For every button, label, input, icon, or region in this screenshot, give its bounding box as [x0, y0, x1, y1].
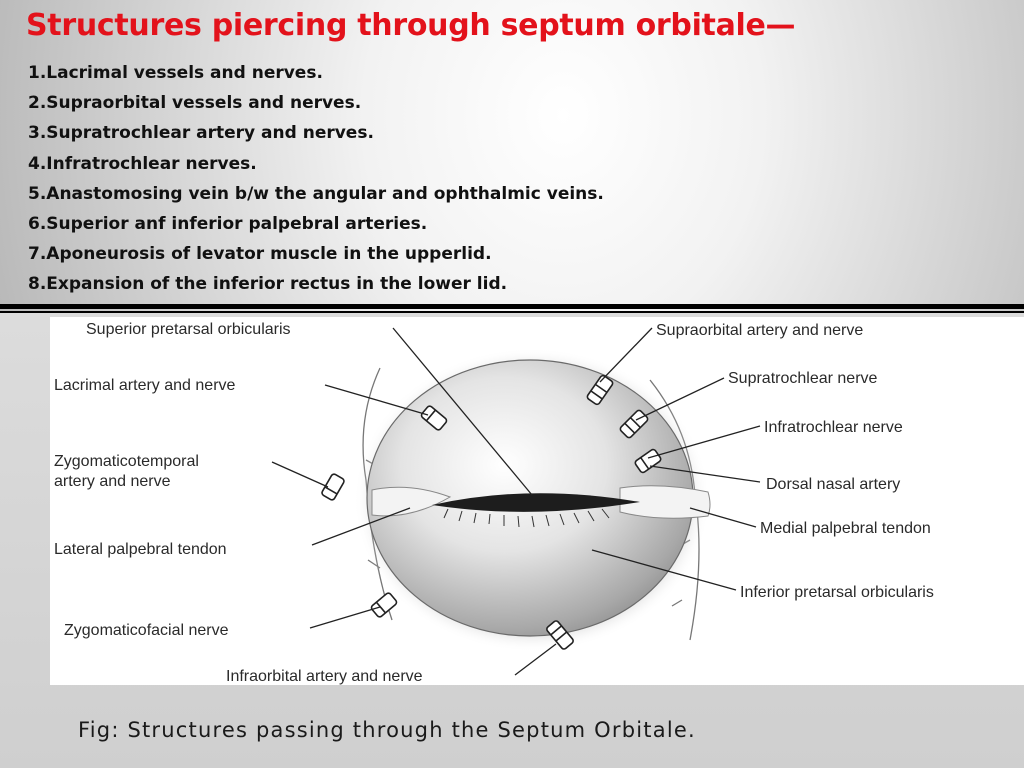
list-item: 3.Supratrochlear artery and nerves. [28, 123, 374, 144]
label-zygomaticofacial: Zygomaticofacial nerve [64, 622, 229, 639]
vessel-nerve-bundles [321, 374, 662, 650]
label-inferior-pretarsal: Inferior pretarsal orbicularis [740, 584, 934, 601]
label-zygomaticotemporal-1: Zygomaticotemporal [54, 453, 199, 470]
list-item: 8.Expansion of the inferior rectus in th… [28, 274, 508, 295]
label-supratrochlear: Supratrochlear nerve [728, 370, 878, 387]
list-item: 1.Lacrimal vessels and nerves. [28, 63, 323, 83]
divider-thin [0, 311, 1024, 313]
slide-title: Structures piercing through septum orbit… [26, 8, 796, 43]
eyelashes [443, 508, 610, 528]
label-infratrochlear: Infratrochlear nerve [764, 419, 903, 436]
medial-palpebral-tendon [619, 485, 711, 519]
label-lateral-palpebral: Lateral palpebral tendon [54, 541, 227, 558]
lateral-palpebral-tendon [371, 486, 452, 517]
figure-caption: Fig: Structures passing through the Sept… [78, 718, 696, 742]
list-item: 6.Superior anf inferior palpebral arteri… [28, 214, 428, 235]
palpebral-fissure [432, 493, 640, 512]
leader-lines [271, 327, 761, 676]
divider-thick [0, 304, 1024, 309]
list-item: 4.Infratrochlear nerves. [28, 153, 257, 174]
structures-list: 1.Lacrimal vessels and nerves. 2.Supraor… [28, 58, 604, 300]
list-item: 5.Anastomosing vein b/w the angular and … [28, 183, 604, 204]
label-lacrimal: Lacrimal artery and nerve [54, 377, 236, 394]
label-zygomaticotemporal-2: artery and nerve [54, 473, 171, 490]
list-item: 2.Supraorbital vessels and nerves. [28, 93, 362, 114]
list-item: 7.Aponeurosis of levator muscle in the u… [28, 244, 492, 265]
label-dorsal-nasal: Dorsal nasal artery [766, 476, 900, 493]
label-superior-pretarsal: Superior pretarsal orbicularis [86, 321, 291, 338]
label-medial-palpebral: Medial palpebral tendon [760, 520, 931, 537]
label-supraorbital: Supraorbital artery and nerve [656, 322, 863, 339]
label-infraorbital: Infraorbital artery and nerve [226, 668, 423, 685]
